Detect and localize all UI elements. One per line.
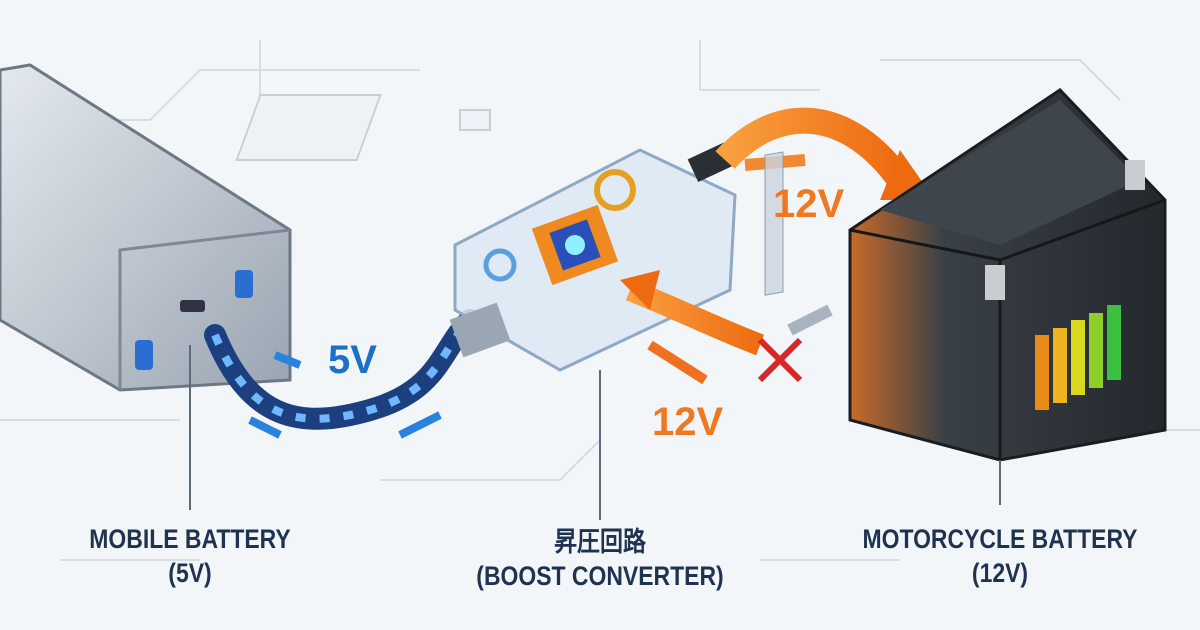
input-flow-arrows — [248, 351, 442, 439]
block-x-icon — [757, 337, 803, 383]
mobile-battery-voltage: (5V) — [168, 558, 212, 588]
boost-converter-title: 昇圧回路 — [554, 527, 646, 557]
mobile-battery-icon — [0, 63, 292, 392]
motorcycle-battery-label: MOTORCYCLE BATTERY (12V) — [856, 522, 1145, 590]
mobile-battery-title: MOBILE BATTERY — [89, 524, 291, 554]
charge-level-icon — [1035, 305, 1121, 410]
output-voltage-label: 12V — [773, 182, 845, 226]
chip-icon — [235, 94, 382, 161]
blocking-plate — [764, 151, 784, 296]
boost-converter-label: 昇圧回路 (BOOST CONVERTER) — [473, 525, 728, 593]
input-voltage-label: 5V — [328, 338, 377, 382]
motorcycle-battery-icon — [848, 88, 1167, 462]
backflow-voltage-label: 12V — [652, 400, 724, 444]
boost-converter-icon — [449, 142, 737, 372]
output-flow-arrow — [715, 107, 911, 188]
boost-converter-subtitle: (BOOST CONVERTER) — [476, 561, 724, 591]
motorcycle-battery-voltage: (12V) — [971, 558, 1029, 588]
mobile-battery-label: MOBILE BATTERY (5V) — [63, 522, 318, 590]
motorcycle-battery-title: MOTORCYCLE BATTERY — [862, 524, 1138, 554]
circuit-traces — [0, 40, 1200, 561]
